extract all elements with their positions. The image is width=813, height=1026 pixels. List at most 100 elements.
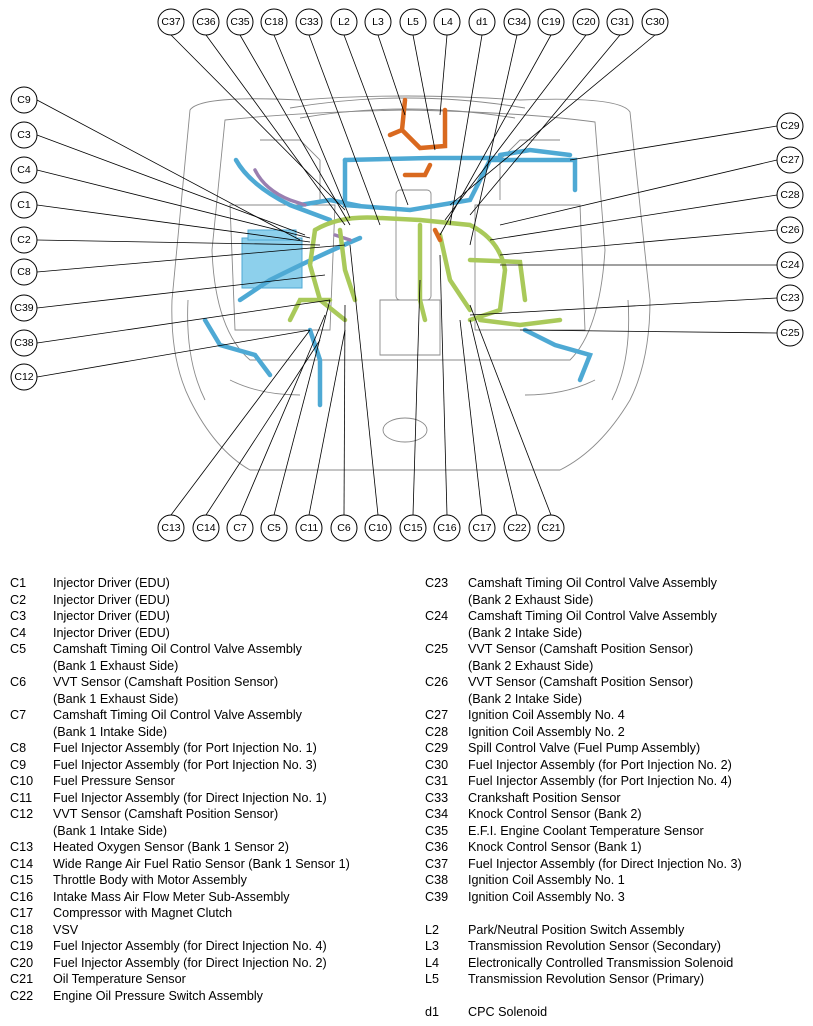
callout-c36: C36 (192, 8, 220, 36)
callout-label: C31 (610, 16, 629, 28)
callout-c8: C8 (10, 258, 38, 286)
leader-line-c22 (469, 319, 518, 516)
legend-code: C2 (10, 592, 27, 607)
callout-l3: L3 (364, 8, 392, 36)
legend-description-line: Fuel Injector Assembly (for Direct Injec… (53, 790, 327, 805)
callout-circle (226, 8, 254, 36)
legend-description-line: Spill Control Valve (Fuel Pump Assembly) (468, 741, 701, 755)
legend-description-line: Injector Driver (EDU) (53, 609, 170, 623)
legend-description-line: (Bank 1 Exhaust Side) (53, 691, 179, 706)
callout-circle (364, 8, 392, 36)
callout-c31: C31 (606, 8, 634, 36)
leader-line-l5 (412, 34, 436, 151)
leader-line-c11 (308, 329, 346, 516)
callout-l4: L4 (433, 8, 461, 36)
callout-label: C34 (507, 16, 526, 28)
legend-code: C26 (425, 675, 449, 689)
leader-line-c8 (36, 244, 346, 273)
callout-c2: C2 (10, 226, 38, 254)
legend-description-line: Wide Range Air Fuel Ratio Sensor (Bank 1… (53, 856, 350, 871)
callout-circle (295, 8, 323, 36)
legend-description: Transmission Revolution Sensor (Primary) (468, 971, 810, 988)
callout-circle (776, 319, 804, 347)
leader-line-c38 (36, 299, 331, 344)
callout-c7: C7 (226, 514, 254, 542)
callout-c13: C13 (157, 514, 185, 542)
callout-label: C36 (196, 16, 215, 28)
legend-description-line: Fuel Injector Assembly (for Port Injecti… (53, 757, 317, 772)
legend-description: VVT Sensor (Camshaft Position Sensor)(Ba… (468, 674, 810, 707)
legend-description: Injector Driver (EDU) (53, 608, 410, 625)
leader-line-l4 (439, 34, 448, 116)
legend-description: Camshaft Timing Oil Control Valve Assemb… (53, 641, 410, 674)
callout-label: d1 (476, 16, 488, 28)
callout-circle (260, 8, 288, 36)
callout-label: C23 (780, 292, 799, 304)
legend-code: C38 (425, 873, 449, 887)
callout-label: C2 (17, 234, 31, 246)
callout-circle (503, 514, 531, 542)
legend-code: C15 (10, 873, 34, 887)
legend-description-line: Transmission Revolution Sensor (Secondar… (468, 939, 721, 953)
callout-label: C1 (17, 199, 31, 211)
callout-circle (364, 514, 392, 542)
callout-l5: L5 (399, 8, 427, 36)
legend-description-line: Park/Neutral Position Switch Assembly (468, 922, 685, 937)
legend-description: Fuel Injector Assembly (for Port Injecti… (468, 757, 810, 774)
legend-code: C16 (10, 889, 34, 904)
callout-label: C3 (17, 129, 31, 141)
legend-description-line: Camshaft Timing Oil Control Valve Assemb… (468, 609, 717, 623)
leader-line-c17 (459, 319, 483, 516)
leader-line-c9 (36, 99, 301, 241)
legend-description-line: Camshaft Timing Oil Control Valve Assemb… (53, 642, 302, 656)
legend-code: C29 (425, 741, 449, 755)
leader-line-c15 (412, 279, 421, 516)
legend-code: C7 (10, 708, 27, 722)
legend-code: C33 (425, 790, 449, 805)
legend-code: C8 (10, 741, 27, 755)
callout-c35: C35 (226, 8, 254, 36)
legend-description-line: (Bank 2 Intake Side) (468, 691, 583, 706)
callout-c16: C16 (433, 514, 461, 542)
callout-circle (503, 8, 531, 36)
callout-c18: C18 (260, 8, 288, 36)
callout-c38: C38 (10, 329, 38, 357)
callout-c28: C28 (776, 181, 804, 209)
leader-line-c34 (469, 34, 518, 246)
legend-description: VVT Sensor (Camshaft Position Sensor)(Ba… (53, 806, 410, 839)
legend-code: C18 (10, 922, 34, 937)
legend-description: VVT Sensor (Camshaft Position Sensor)(Ba… (53, 674, 410, 707)
callout-c25: C25 (776, 319, 804, 347)
callout-c5: C5 (260, 514, 288, 542)
callout-circle (10, 156, 38, 184)
callout-circle (10, 226, 38, 254)
legend-code: C11 (10, 790, 33, 805)
legend-description: Heated Oxygen Sensor (Bank 1 Sensor 2) (53, 839, 410, 856)
callout-c21: C21 (537, 514, 565, 542)
callout-label: C10 (368, 522, 387, 534)
callout-label: C35 (230, 16, 249, 28)
leader-line-c36 (205, 34, 346, 226)
callout-circle (399, 514, 427, 542)
legend-description: Spill Control Valve (Fuel Pump Assembly) (468, 740, 810, 757)
legend-description: Park/Neutral Position Switch Assembly (468, 922, 810, 939)
callout-circle (468, 8, 496, 36)
legend-description: Crankshaft Position Sensor (468, 790, 810, 807)
callout-c23: C23 (776, 284, 804, 312)
